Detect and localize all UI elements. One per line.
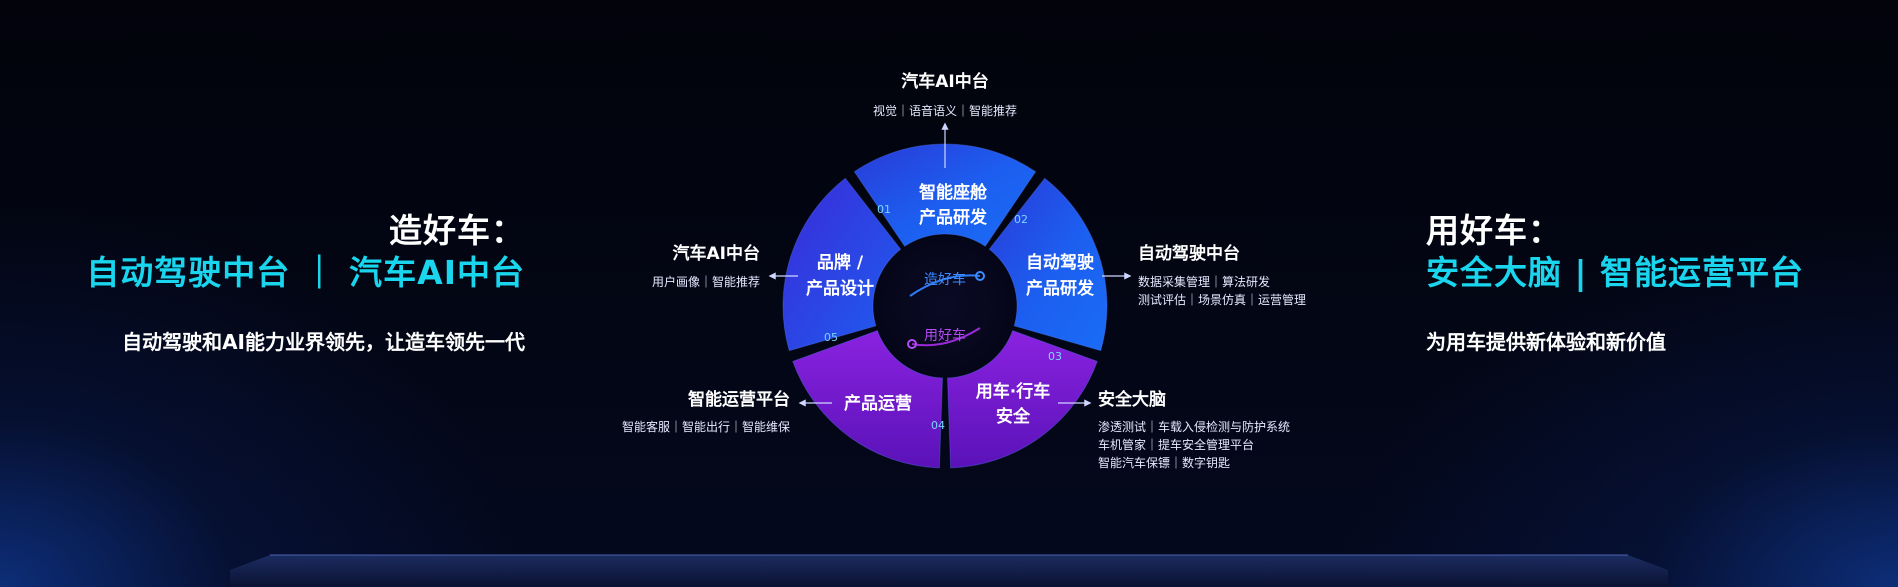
- connector-arrows: [768, 122, 1132, 407]
- callout-lower-right-line-2: 车机管家｜提车安全管理平台: [1098, 437, 1254, 452]
- callout-upper-left-title: 汽车AI中台: [673, 243, 760, 264]
- segment-2-line-1: 自动驾驶: [1026, 252, 1094, 273]
- ring-segment-2: [988, 177, 1108, 352]
- callout-upper-right-line-2: 测试评估｜场景仿真｜运营管理: [1138, 292, 1306, 307]
- segment-4-line-1: 产品运营: [844, 393, 912, 414]
- segment-5-number: 05: [824, 331, 838, 344]
- callout-top-line-1: 视觉｜语音语义｜智能推荐: [873, 103, 1017, 118]
- right-title: 用好车：: [1426, 211, 1562, 250]
- callout-upper-right-title: 自动驾驶中台: [1138, 243, 1240, 264]
- segment-2-number: 02: [1014, 213, 1028, 226]
- segment-1-number: 01: [877, 203, 891, 216]
- callout-top-title: 汽车AI中台: [901, 71, 988, 92]
- center-hub: [875, 236, 1015, 376]
- segment-2-line-2: 产品研发: [1026, 278, 1095, 299]
- callout-lower-left-title: 智能运营平台: [688, 389, 790, 410]
- center-arc-bottom: [911, 327, 981, 347]
- ring-segment-3: [946, 329, 1098, 469]
- segment-5-line-1: 品牌 /: [817, 252, 864, 273]
- segment-3-line-2: 安全: [996, 406, 1031, 427]
- segment-1-line-2: 产品研发: [919, 207, 988, 228]
- left-subtitle: 自动驾驶中台 ｜ 汽车AI中台: [86, 253, 525, 292]
- segment-5-line-2: 产品设计: [806, 278, 874, 299]
- callout-lower-right-title: 安全大脑: [1098, 389, 1166, 410]
- callout-upper-right-line-1: 数据采集管理｜算法研发: [1138, 274, 1270, 289]
- right-info-block: 用好车： 安全大脑 | 智能运营平台 为用车提供新体验和新价值: [1426, 210, 1866, 355]
- center-label-top: 造好车: [924, 271, 966, 288]
- center-dot-top: [975, 271, 985, 281]
- segment-1-line-1: 智能座舱: [919, 182, 988, 203]
- center-dot-bottom: [907, 339, 917, 349]
- callout-lower-right-line-3: 智能汽车保镖｜数字钥匙: [1098, 455, 1230, 470]
- callout-lower-right-line-1: 渗透测试｜车载入侵检测与防护系统: [1098, 419, 1290, 434]
- center-arc-top: [909, 274, 981, 297]
- left-description: 自动驾驶和AI能力业界领先，让造车领先一代: [122, 330, 525, 354]
- floor-platform: [230, 554, 1668, 587]
- callout-lower-left-line-1: 智能客服｜智能出行｜智能维保: [622, 419, 790, 434]
- segment-4-number: 04: [931, 419, 945, 432]
- right-description: 为用车提供新体验和新价值: [1426, 330, 1666, 354]
- ring-segments: [782, 143, 1108, 469]
- left-title: 造好车：: [389, 211, 525, 250]
- segment-3-line-1: 用车·行车: [976, 381, 1050, 402]
- ring-segment-4: [792, 329, 944, 469]
- segment-3-number: 03: [1048, 350, 1062, 363]
- left-info-block: 造好车： 自动驾驶中台 ｜ 汽车AI中台 自动驾驶和AI能力业界领先，让造车领先…: [60, 210, 525, 355]
- ring-segment-5: [782, 177, 902, 352]
- right-subtitle: 安全大脑 | 智能运营平台: [1426, 253, 1805, 292]
- center-label-bottom: 用好车: [924, 327, 966, 344]
- ring-segment-1: [853, 143, 1037, 248]
- callout-upper-left-line-1: 用户画像｜智能推荐: [652, 274, 760, 289]
